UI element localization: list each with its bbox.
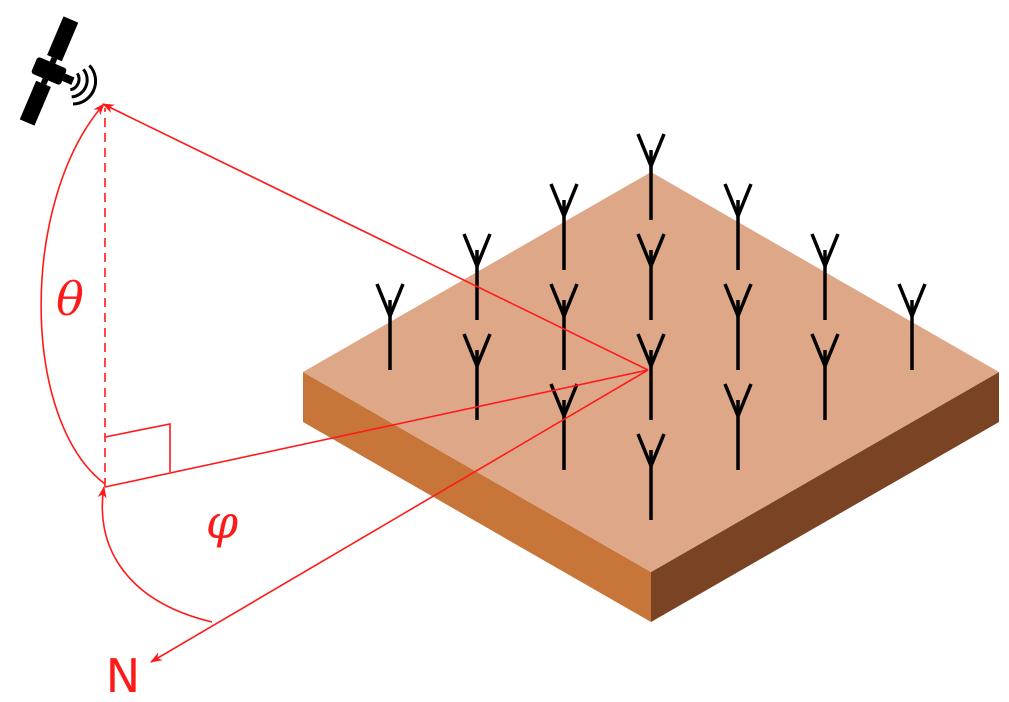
slab-front-face	[303, 372, 651, 622]
antenna-icon	[636, 133, 666, 220]
antenna-icon	[549, 183, 579, 270]
ground-projection-line	[104, 369, 649, 488]
geometry-lines	[40, 103, 649, 663]
antenna-array	[375, 133, 927, 520]
azimuth-angle-arc	[97, 486, 213, 623]
antenna-icon	[636, 433, 666, 520]
antenna-icon	[810, 333, 840, 420]
antenna-icon	[723, 183, 753, 270]
antenna-icon	[810, 233, 840, 320]
north-direction-vector	[150, 369, 649, 663]
satellite-icon	[19, 16, 98, 126]
antenna-icon	[897, 283, 927, 370]
antenna-icon	[462, 333, 492, 420]
antenna-icon	[636, 333, 666, 420]
line-of-sight-vector	[102, 103, 649, 371]
antenna-icon	[462, 233, 492, 320]
azimuth-angle-label: φ	[206, 495, 239, 549]
elevation-angle-label: θ	[56, 272, 84, 326]
antenna-icon	[723, 383, 753, 470]
antenna-icon	[549, 283, 579, 370]
elevation-angle-arc	[40, 103, 106, 485]
antenna-icon	[375, 283, 405, 370]
antenna-icon	[723, 283, 753, 370]
slab-right-face	[651, 372, 999, 622]
antenna-icon	[636, 233, 666, 320]
antenna-icon	[549, 383, 579, 470]
right-angle-marker	[104, 423, 171, 472]
north-label: N	[106, 649, 140, 702]
